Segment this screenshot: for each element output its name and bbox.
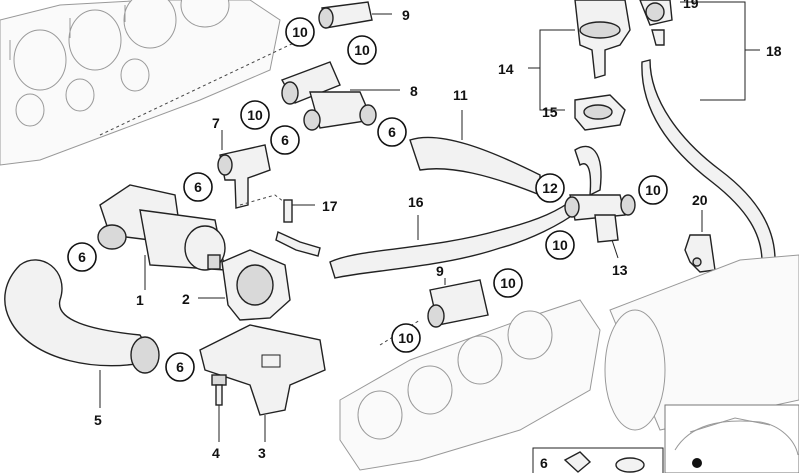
callout-6-a: 6 (270, 125, 300, 155)
label-9-top: 9 (402, 7, 410, 23)
clip-20 (684, 210, 716, 273)
tee-13 (564, 145, 636, 259)
svg-text:6: 6 (78, 249, 86, 265)
svg-text:10: 10 (247, 107, 263, 123)
bolt-4 (211, 374, 227, 442)
label-5: 5 (94, 412, 102, 428)
label-16: 16 (408, 194, 424, 210)
callout-12: 12 (535, 173, 565, 203)
callout-10-f: 10 (493, 268, 523, 298)
label-11: 11 (453, 87, 468, 103)
label-20: 20 (692, 192, 708, 208)
hose-11 (409, 110, 541, 197)
label-19: 19 (683, 0, 699, 11)
sleeve-9-lower (427, 278, 489, 328)
label-8: 8 (410, 83, 418, 99)
svg-text:10: 10 (354, 42, 370, 58)
canister-ghost (604, 254, 799, 431)
throttle-body-assembly-lower (339, 299, 601, 471)
svg-text:10: 10 (292, 24, 308, 40)
svg-text:6: 6 (194, 179, 202, 195)
callout-10-c: 10 (240, 100, 270, 130)
label-7: 7 (212, 115, 220, 131)
label-9-lower: 9 (436, 263, 444, 279)
label-14: 14 (498, 61, 514, 77)
svg-text:6: 6 (388, 124, 396, 140)
svg-text:10: 10 (500, 275, 516, 291)
label-17: 17 (322, 198, 338, 214)
valve-14 (528, 0, 673, 111)
callout-10-b: 10 (347, 35, 377, 65)
hose-16 (329, 196, 581, 279)
label-3: 3 (258, 445, 266, 461)
vehicle-inset (664, 404, 799, 473)
label-18: 18 (766, 43, 782, 59)
elbow-7 (217, 130, 271, 209)
svg-text:12: 12 (542, 180, 558, 196)
small-parts-inset (532, 447, 664, 473)
throttle-body-assembly-top (0, 0, 301, 166)
callout-6-c: 6 (183, 172, 213, 202)
label-4: 4 (212, 445, 220, 461)
bracket-plate-3 (199, 324, 326, 442)
idle-valve-1 (97, 184, 226, 290)
label-6-inset: 6 (540, 455, 548, 471)
callout-10-a: 10 (285, 17, 315, 47)
svg-text:6: 6 (281, 132, 289, 148)
callout-6-d: 6 (67, 242, 97, 272)
sleeve-9-top (318, 1, 392, 29)
svg-text:6: 6 (176, 359, 184, 375)
fitting-17 (239, 194, 321, 257)
label-15: 15 (542, 104, 558, 120)
svg-text:10: 10 (645, 182, 661, 198)
callout-10-d: 10 (638, 175, 668, 205)
hose-5 (4, 259, 160, 408)
ring-15 (574, 94, 626, 131)
label-13: 13 (612, 262, 628, 278)
callout-6-b: 6 (377, 117, 407, 147)
callout-10-e: 10 (545, 230, 575, 260)
hose-18 (641, 1, 776, 263)
svg-text:10: 10 (552, 237, 568, 253)
bracket-ring-2 (198, 249, 291, 321)
location-marker (692, 458, 702, 468)
label-1: 1 (136, 292, 144, 308)
callout-10-g: 10 (391, 323, 421, 353)
tee-connector-8 (280, 61, 400, 131)
callout-6-e: 6 (165, 352, 195, 382)
label-2: 2 (182, 291, 190, 307)
svg-text:10: 10 (398, 330, 414, 346)
